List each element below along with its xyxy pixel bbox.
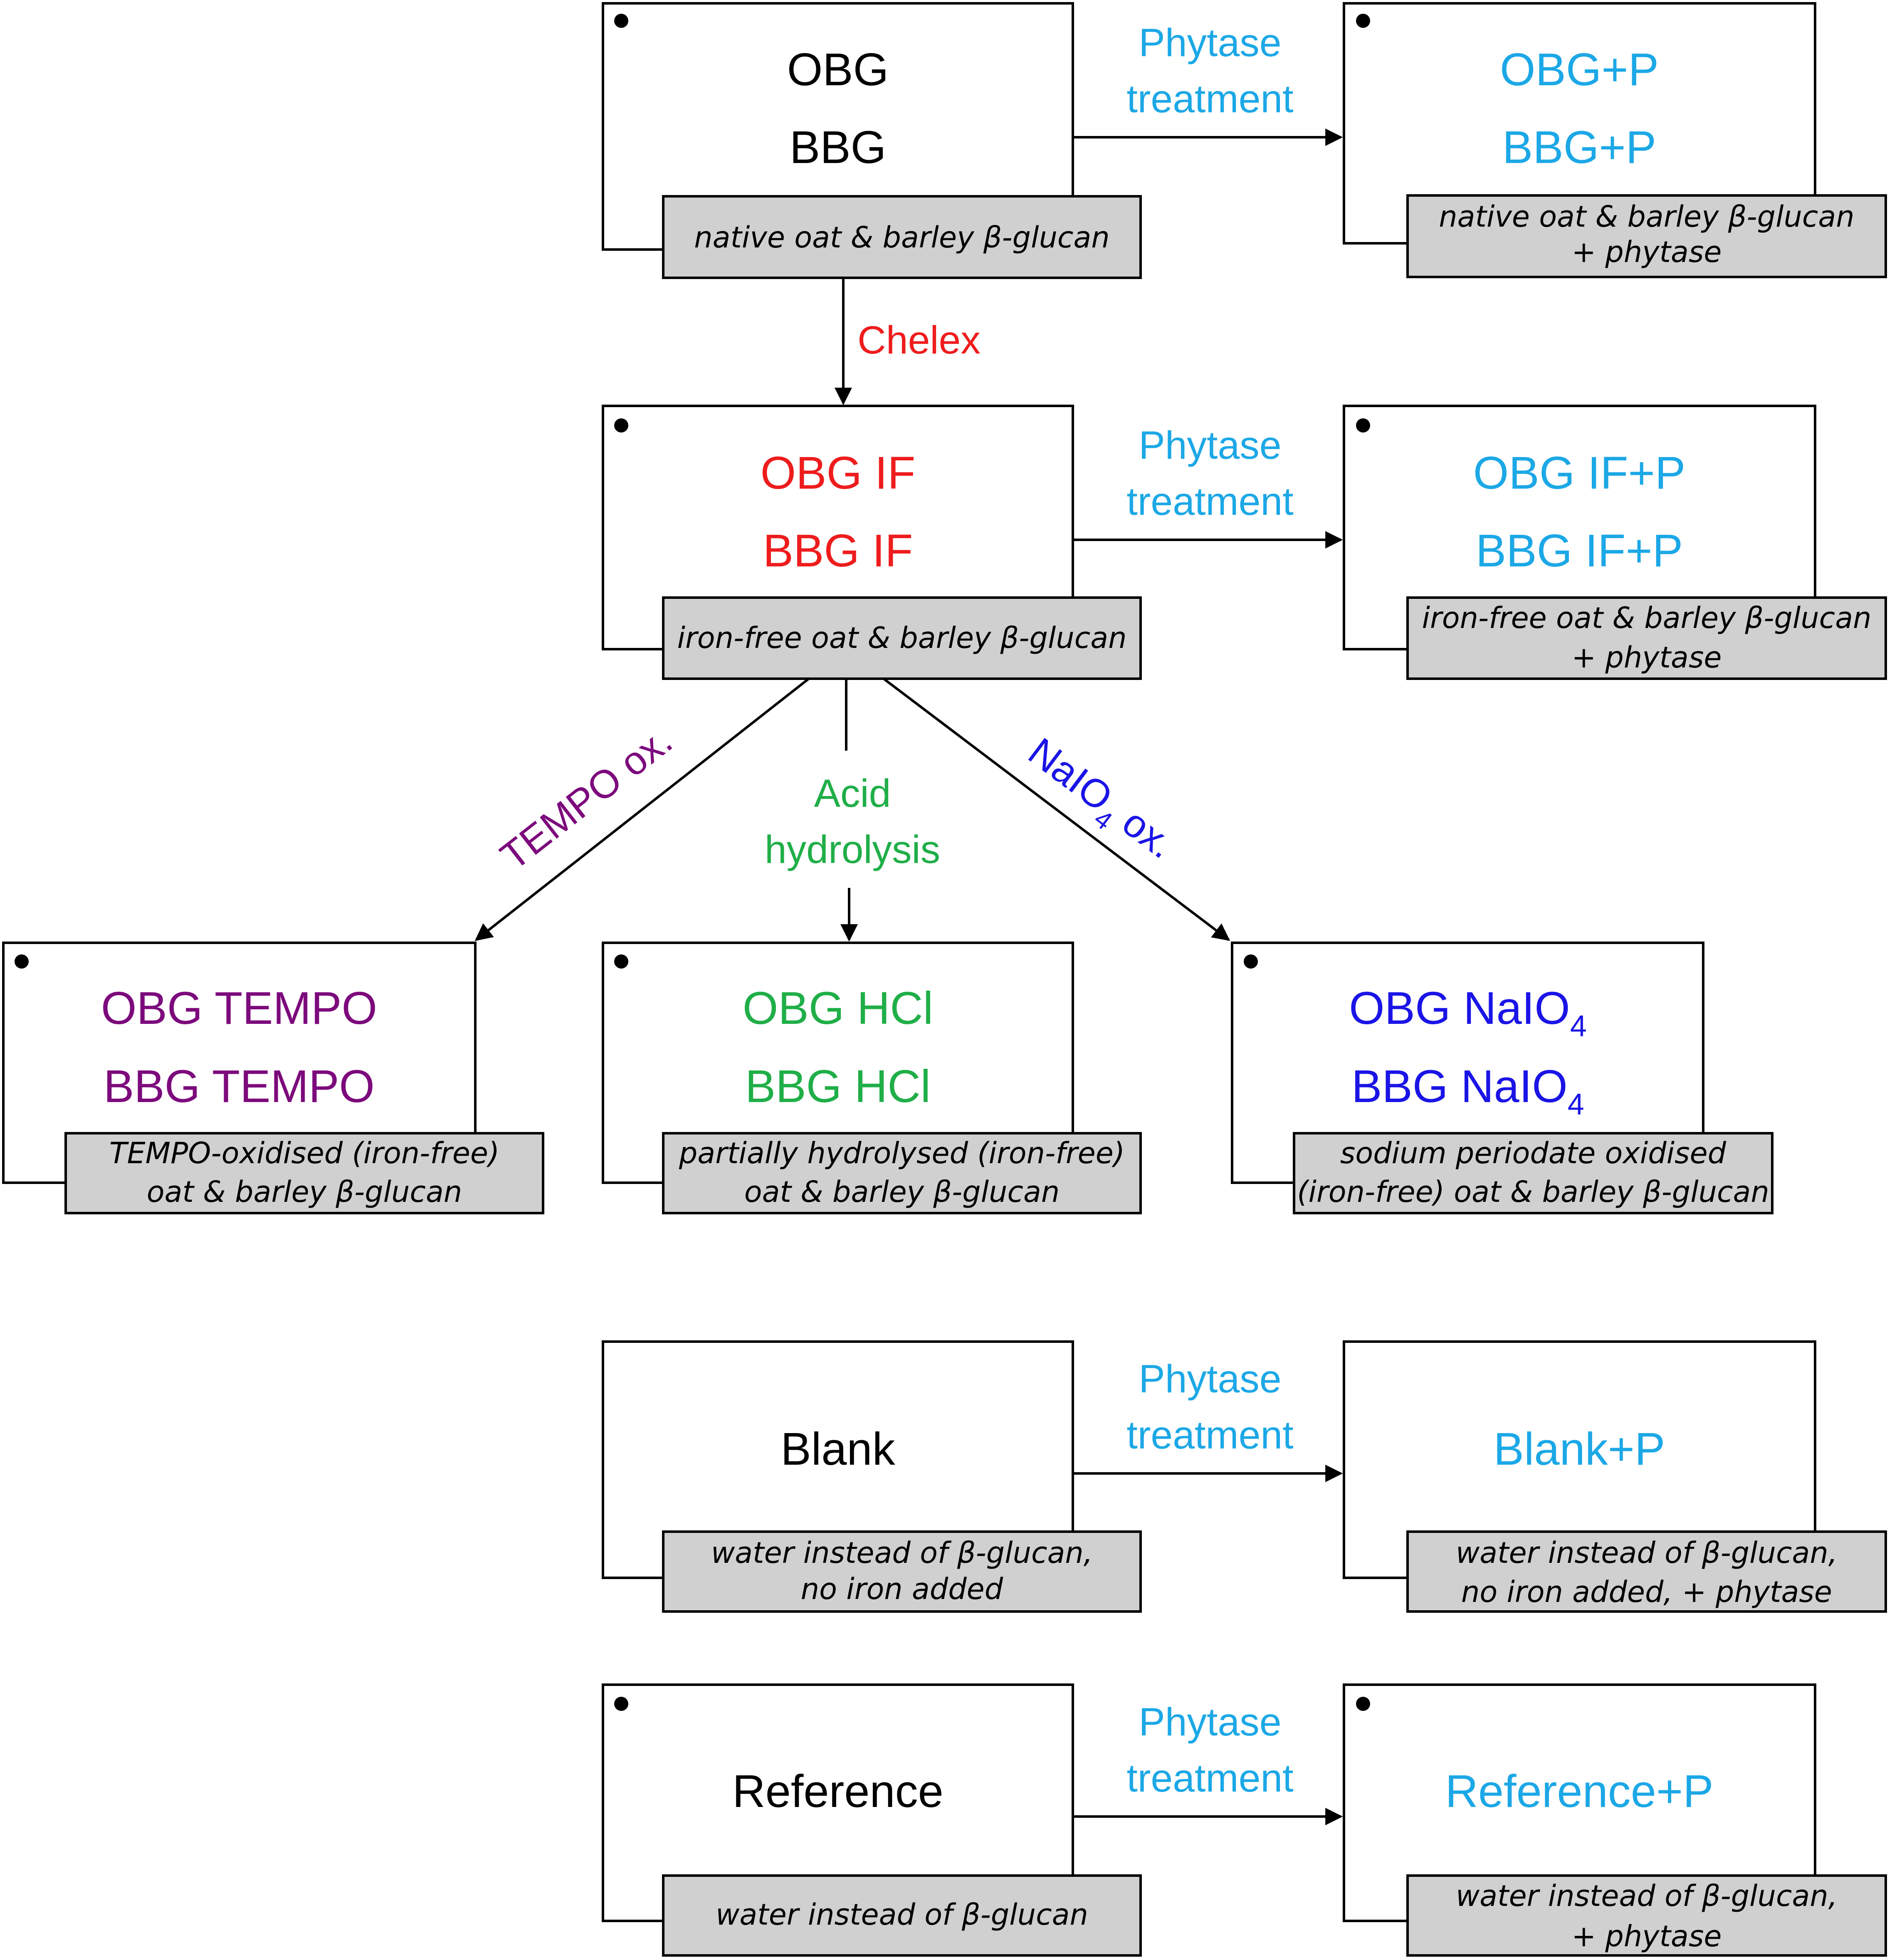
node-reference: Reference water instead of β-glucan xyxy=(602,1683,1142,1957)
node-title-line1: Reference+P xyxy=(1445,1766,1713,1817)
node-title-line2: BBG NaIO4 xyxy=(1351,1061,1584,1121)
bullet-dot xyxy=(614,1697,628,1711)
edge-if-to-if-p: Phytase treatment xyxy=(1073,423,1343,549)
node-caption-line2: (iron-free) oat & barley β-glucan xyxy=(1297,1175,1769,1209)
edge-label-treatment: treatment xyxy=(1126,77,1293,121)
node-caption-line1: iron-free oat & barley β-glucan xyxy=(677,621,1127,655)
bullet-dot xyxy=(1244,954,1258,969)
node-title-line1: OBG IF xyxy=(761,447,916,499)
node-if: OBG IF BBG IF iron-free oat & barley β-g… xyxy=(602,405,1142,680)
node-caption-box xyxy=(1406,1530,1887,1613)
edge-label-phytase: Phytase xyxy=(1139,423,1281,467)
node-caption-line1: partially hydrolysed (iron-free) xyxy=(679,1136,1125,1170)
node-caption-line1: water instead of β-glucan, xyxy=(1456,1536,1838,1570)
node-if-p: OBG IF+P BBG IF+P iron-free oat & barley… xyxy=(1343,405,1887,680)
node-caption-line1: water instead of β-glucan, xyxy=(711,1536,1093,1570)
node-naio4: OBG NaIO4 BBG NaIO4 sodium periodate oxi… xyxy=(1231,942,1773,1214)
edge-label-hydrolysis: hydrolysis xyxy=(765,828,940,872)
node-caption-line2: no iron added, + phytase xyxy=(1461,1575,1832,1609)
edge-label-phytase: Phytase xyxy=(1139,1700,1281,1744)
edge-obg-to-obg-p: Phytase treatment xyxy=(1073,21,1343,146)
node-caption-line1: native oat & barley β-glucan xyxy=(694,220,1109,255)
edge-label-phytase: Phytase xyxy=(1139,21,1281,65)
edge-obg-to-if: Chelex xyxy=(835,279,981,405)
edge-if-to-tempo: TEMPO ox. xyxy=(474,677,810,941)
node-blank-p: Blank+P water instead of β-glucan, no ir… xyxy=(1343,1340,1887,1613)
node-caption-line1: native oat & barley β-glucan xyxy=(1439,200,1854,234)
edge-label-treatment: treatment xyxy=(1126,1756,1293,1800)
node-caption-box xyxy=(1293,1132,1773,1214)
node-title-line1: Blank xyxy=(781,1424,895,1475)
node-title-line1: Blank+P xyxy=(1494,1424,1665,1475)
node-title-line2: BBG IF xyxy=(763,525,913,576)
node-caption-line2: + phytase xyxy=(1571,640,1722,675)
node-caption-box xyxy=(64,1132,544,1214)
node-title-line1: OBG IF+P xyxy=(1473,447,1685,499)
edge-if-to-hcl: Acid hydrolysis xyxy=(765,679,940,942)
node-title-line2: BBG IF+P xyxy=(1476,525,1683,576)
bullet-dot xyxy=(1356,14,1370,28)
node-blank: Blank water instead of β-glucan, no iron… xyxy=(602,1340,1142,1613)
node-caption-box xyxy=(662,1530,1142,1613)
node-caption-line2: + phytase xyxy=(1571,1919,1722,1953)
bullet-dot xyxy=(614,14,628,28)
node-title-line1: OBG xyxy=(787,44,889,95)
node-title-line2: BBG HCl xyxy=(745,1061,931,1112)
node-caption-line2: no iron added xyxy=(801,1572,1003,1606)
node-caption-line1: TEMPO-oxidised (iron-free) xyxy=(109,1136,500,1170)
node-caption-box xyxy=(1406,596,1887,680)
node-caption-line1: water instead of β-glucan, xyxy=(1456,1879,1838,1913)
node-caption-line1: sodium periodate oxidised xyxy=(1340,1136,1727,1170)
node-title-line1: OBG HCl xyxy=(743,983,933,1034)
node-obg-p: OBG+P BBG+P native oat & barley β-glucan… xyxy=(1343,2,1887,278)
bullet-dot xyxy=(1356,418,1370,433)
bullet-dot xyxy=(1356,1697,1370,1711)
node-caption-line2: + phytase xyxy=(1571,235,1722,269)
node-title-line1: Reference xyxy=(732,1766,944,1817)
edge-label-phytase: Phytase xyxy=(1139,1357,1281,1401)
node-caption-line1: water instead of β-glucan xyxy=(716,1898,1088,1932)
node-caption-line1: iron-free oat & barley β-glucan xyxy=(1422,601,1872,635)
bullet-dot xyxy=(614,418,628,433)
node-tempo: OBG TEMPO BBG TEMPO TEMPO-oxidised (iron… xyxy=(2,942,544,1214)
node-caption-box xyxy=(662,195,1142,279)
node-caption-box xyxy=(662,1874,1142,1957)
edge-ref-to-ref-p: Phytase treatment xyxy=(1073,1700,1343,1825)
edge-label-chelex: Chelex xyxy=(857,318,981,362)
node-title-line1: OBG TEMPO xyxy=(101,983,377,1034)
node-obg-bbg: OBG BBG native oat & barley β-glucan xyxy=(602,2,1142,279)
node-title-line1: OBG NaIO4 xyxy=(1349,983,1587,1043)
node-reference-p: Reference+P water instead of β-glucan, +… xyxy=(1343,1683,1887,1957)
node-caption-line2: oat & barley β-glucan xyxy=(147,1175,462,1209)
node-caption-line2: oat & barley β-glucan xyxy=(744,1175,1060,1209)
node-caption-box xyxy=(662,1132,1142,1214)
node-title-line2: BBG TEMPO xyxy=(104,1061,375,1112)
node-caption-box xyxy=(1406,194,1887,278)
node-title-line1: OBG+P xyxy=(1500,44,1659,95)
edge-blank-to-blank-p: Phytase treatment xyxy=(1073,1357,1343,1482)
node-title-line2: BBG xyxy=(790,122,886,173)
edge-label-treatment: treatment xyxy=(1126,1413,1293,1457)
edge-label-naio4: NaIO4 ox. xyxy=(1015,729,1183,874)
node-hcl: OBG HCl BBG HCl partially hydrolysed (ir… xyxy=(602,942,1142,1214)
edge-if-to-naio4: NaIO4 ox. xyxy=(883,677,1230,941)
bullet-dot xyxy=(614,954,628,969)
node-title-line2: BBG+P xyxy=(1502,122,1656,173)
node-caption-box xyxy=(662,596,1142,680)
edge-label-acid: Acid xyxy=(814,771,891,816)
node-caption-box xyxy=(1406,1874,1887,1957)
edge-label-treatment: treatment xyxy=(1126,479,1293,524)
bullet-dot xyxy=(15,954,29,969)
